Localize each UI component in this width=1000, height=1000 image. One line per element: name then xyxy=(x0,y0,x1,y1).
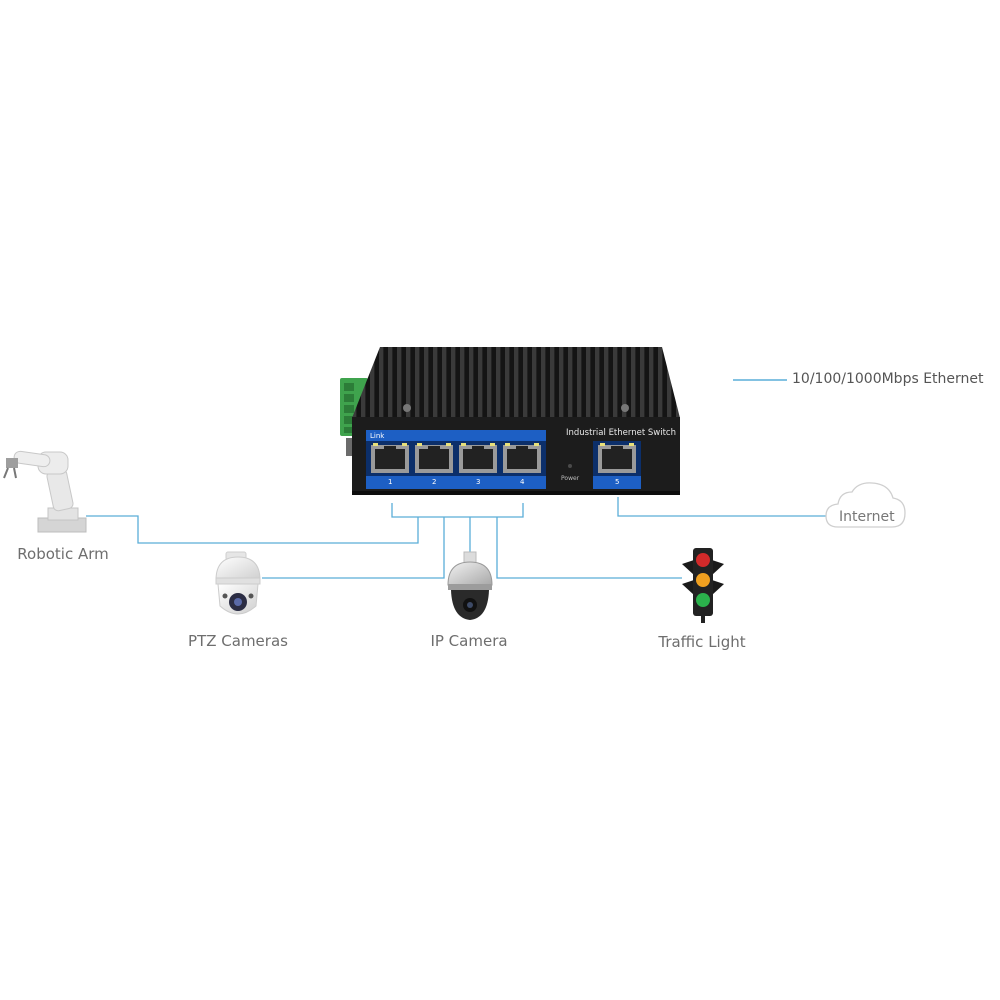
link-label: Link xyxy=(370,432,385,440)
power-label: Power xyxy=(561,475,580,482)
rj45-port-2-icon xyxy=(415,443,453,473)
ethernet-switch xyxy=(340,347,680,495)
port-label-5: 5 xyxy=(615,478,620,486)
line-traffic-light xyxy=(496,517,682,579)
traffic-light-label: Traffic Light xyxy=(658,633,746,651)
ip-camera-icon xyxy=(447,551,493,620)
line-ptz-camera xyxy=(262,517,445,579)
port-bracket xyxy=(391,503,524,518)
port-label-3: 3 xyxy=(476,478,481,486)
switch-title: Industrial Ethernet Switch xyxy=(566,428,676,438)
robotic-arm-icon xyxy=(3,450,87,533)
traffic-light-icon xyxy=(682,548,724,623)
rj45-port-3-icon xyxy=(459,443,497,473)
internet-label: Internet xyxy=(839,509,895,525)
cloud-icon xyxy=(825,482,906,528)
port-label-4: 4 xyxy=(520,478,525,486)
port-label-2: 2 xyxy=(432,478,437,486)
ptz-camera-icon xyxy=(215,551,261,615)
rj45-port-5-icon xyxy=(598,443,636,473)
line-robotic-arm xyxy=(86,515,419,544)
rj45-port-1-icon xyxy=(371,443,409,473)
legend-label: 10/100/1000Mbps Ethernet xyxy=(792,371,984,387)
rj45-port-4-icon xyxy=(503,443,541,473)
line-internet xyxy=(617,497,832,517)
port-label-1: 1 xyxy=(388,478,393,486)
ptz-cameras-label: PTZ Cameras xyxy=(188,632,288,650)
connection-lines xyxy=(86,497,832,579)
robotic-arm-label: Robotic Arm xyxy=(17,545,109,563)
ip-camera-label: IP Camera xyxy=(430,632,508,650)
power-led-icon xyxy=(568,464,572,468)
